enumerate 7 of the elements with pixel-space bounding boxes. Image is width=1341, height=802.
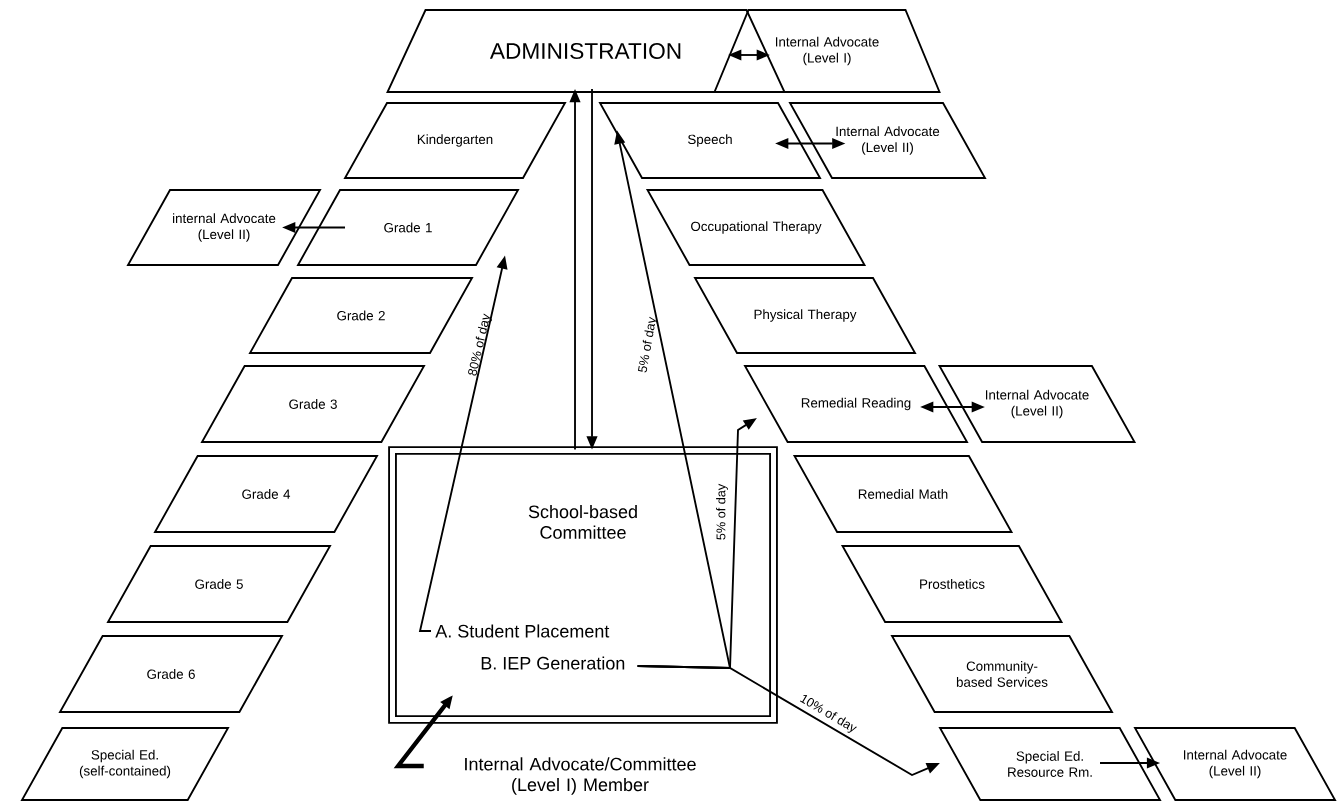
list-item: B. IEP Generation xyxy=(481,656,625,670)
edge-label: 10% of day xyxy=(799,694,857,733)
list-item: A. Student Placement xyxy=(435,624,610,638)
process-box: Internal Advocate (Level I) xyxy=(713,9,941,93)
role-label: Internal Advocate/Committee (Level I) Member xyxy=(465,757,696,795)
edge-label: 5% of day xyxy=(716,483,728,540)
edge-label: 5% of day xyxy=(637,316,658,373)
